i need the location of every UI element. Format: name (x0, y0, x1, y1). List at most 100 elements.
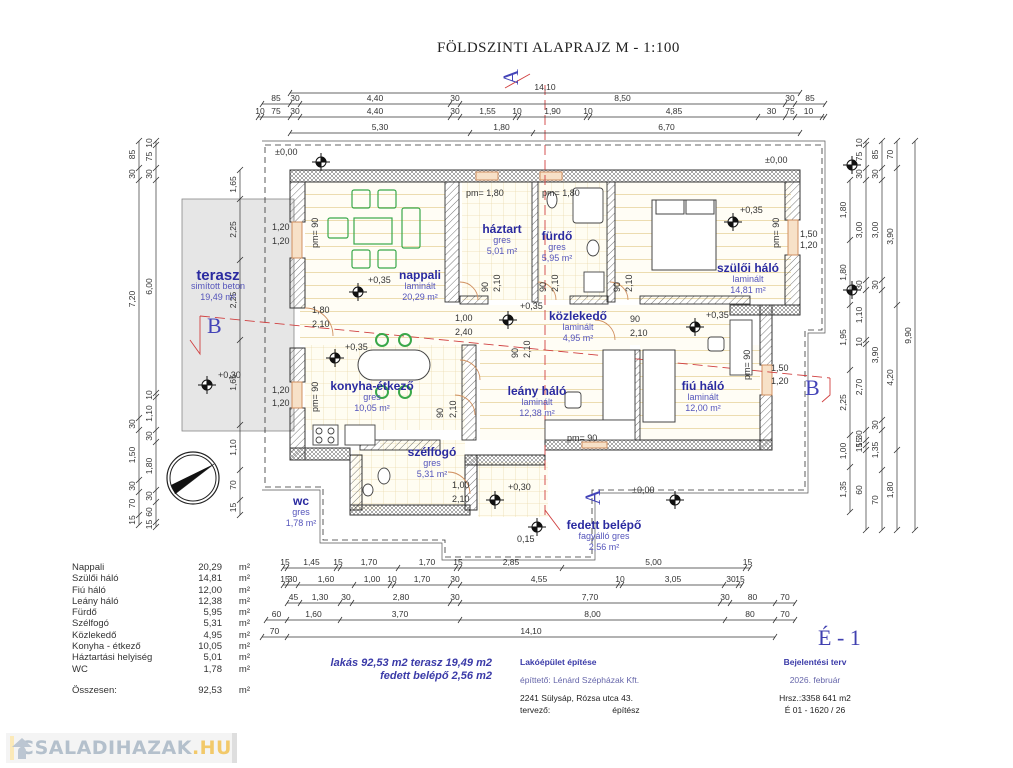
dim-label: 15 (743, 557, 753, 567)
section-mark-a-bottom: A (580, 489, 605, 505)
dim-tick (337, 564, 343, 572)
dim-tick (135, 426, 143, 434)
dim-label: 30 (144, 169, 154, 179)
project-title: Lakóépület építése (520, 657, 597, 667)
area-value: 10,05 (198, 641, 222, 653)
dim-label: 30 (290, 106, 300, 116)
room-area: 10,05 m² (354, 403, 390, 413)
room-area: 5,01 m² (486, 246, 518, 256)
dim-tick (457, 599, 463, 607)
dim-tick (878, 416, 886, 424)
dim-tick (512, 113, 518, 121)
dim-tick (467, 129, 473, 137)
dim-label: 1,00 (364, 574, 381, 584)
dim-label: 2,80 (393, 592, 410, 602)
dim-label: 70 (127, 499, 137, 509)
sheet-id: É - 1 (818, 625, 861, 650)
entry-w: 1,00 (452, 480, 470, 490)
dim-tick (772, 616, 778, 624)
designer-role: építész (612, 705, 640, 715)
dim-tick (337, 616, 343, 624)
dim-label: 1,50 (127, 446, 137, 463)
window-w-fiu: 1,50 (771, 363, 789, 373)
room-label-nappali: nappali laminált 20,29 m² (398, 268, 442, 303)
dim-label: 30 (450, 592, 460, 602)
site-logo[interactable]: CSALADIHAZAK.HU (6, 733, 237, 763)
level-markers (198, 153, 861, 536)
dim-label: 14,10 (534, 82, 556, 92)
area-value: 1,78 (203, 663, 223, 675)
dim-label: 1,10 (144, 405, 154, 422)
area-value: 12,38 (198, 595, 222, 607)
dim-label: 30 (144, 491, 154, 501)
dim-label: 15 (735, 574, 745, 584)
dim-tick (457, 100, 463, 108)
dim-label: 30 (720, 592, 730, 602)
dim-label: 3,90 (885, 228, 895, 245)
area-name: WC (72, 663, 88, 675)
room-name: nappali (398, 268, 442, 282)
dim-label: 1,80 (493, 122, 510, 132)
dim-label: 85 (805, 93, 815, 103)
roof-outline (264, 144, 823, 558)
room-area: 4,95 m² (562, 333, 594, 343)
dim-tick (772, 599, 778, 607)
dim-tick (387, 581, 393, 589)
section-mark-a-top: A (498, 69, 523, 85)
level-floor-szuloi: +0,35 (740, 205, 763, 215)
dim-label: 15 (144, 520, 154, 530)
dim-label: 60 (272, 609, 282, 619)
section-mark-b-right: B (805, 375, 820, 400)
dim-label: 15 (453, 557, 463, 567)
room-name: fürdő (541, 229, 573, 243)
dim-tick (351, 581, 357, 589)
dim-tick (297, 100, 303, 108)
dim-label: 4,85 (666, 106, 683, 116)
dim-label: 1,65 (228, 176, 238, 193)
dim-tick (236, 421, 244, 429)
roof-outline-outer (262, 140, 826, 561)
room-name: leány háló (507, 384, 567, 398)
room-label-leany-halo: leány háló laminált 12,38 m² (507, 384, 567, 419)
door-h-furdo: 2,10 (550, 274, 560, 292)
dim-label: 45 (289, 592, 299, 602)
dim-label: 70 (885, 150, 895, 160)
dim-tick (797, 89, 803, 97)
room-label-szelfogo: szélfogó gres 5,31 m² (407, 445, 457, 480)
dim-label: 30 (726, 574, 736, 584)
dim-tick (236, 166, 244, 174)
dim-label: 30 (870, 280, 880, 290)
dim-label: 1,55 (479, 106, 496, 116)
kitchen-counter (312, 424, 376, 446)
dim-tick (893, 526, 901, 534)
dim-tick (822, 113, 828, 121)
dim-tick (878, 526, 886, 534)
dim-tick (792, 616, 798, 624)
room-name: szélfogó (407, 445, 457, 459)
dim-label: 3,70 (392, 609, 409, 619)
dim-tick (893, 137, 901, 145)
room-area: 2,56 m² (588, 542, 620, 552)
dim-tick (722, 616, 728, 624)
room-material: laminált (562, 322, 594, 332)
area-value: 4,95 (203, 629, 223, 641)
dim-tick (878, 466, 886, 474)
dim-label: 9,90 (903, 327, 913, 344)
dim-label: 2,25 (228, 291, 238, 308)
terrace-slab (181, 198, 295, 432)
dim-label: 1,30 (312, 592, 329, 602)
room-material: laminált (404, 281, 436, 291)
dim-tick (911, 137, 919, 145)
room-label-fedett-belepo: fedett belépő fagyálló gres 2,56 m² (567, 519, 642, 553)
dim-tick (457, 113, 463, 121)
dim-tick (878, 164, 886, 172)
door-w-fiu: 90 (630, 314, 640, 324)
